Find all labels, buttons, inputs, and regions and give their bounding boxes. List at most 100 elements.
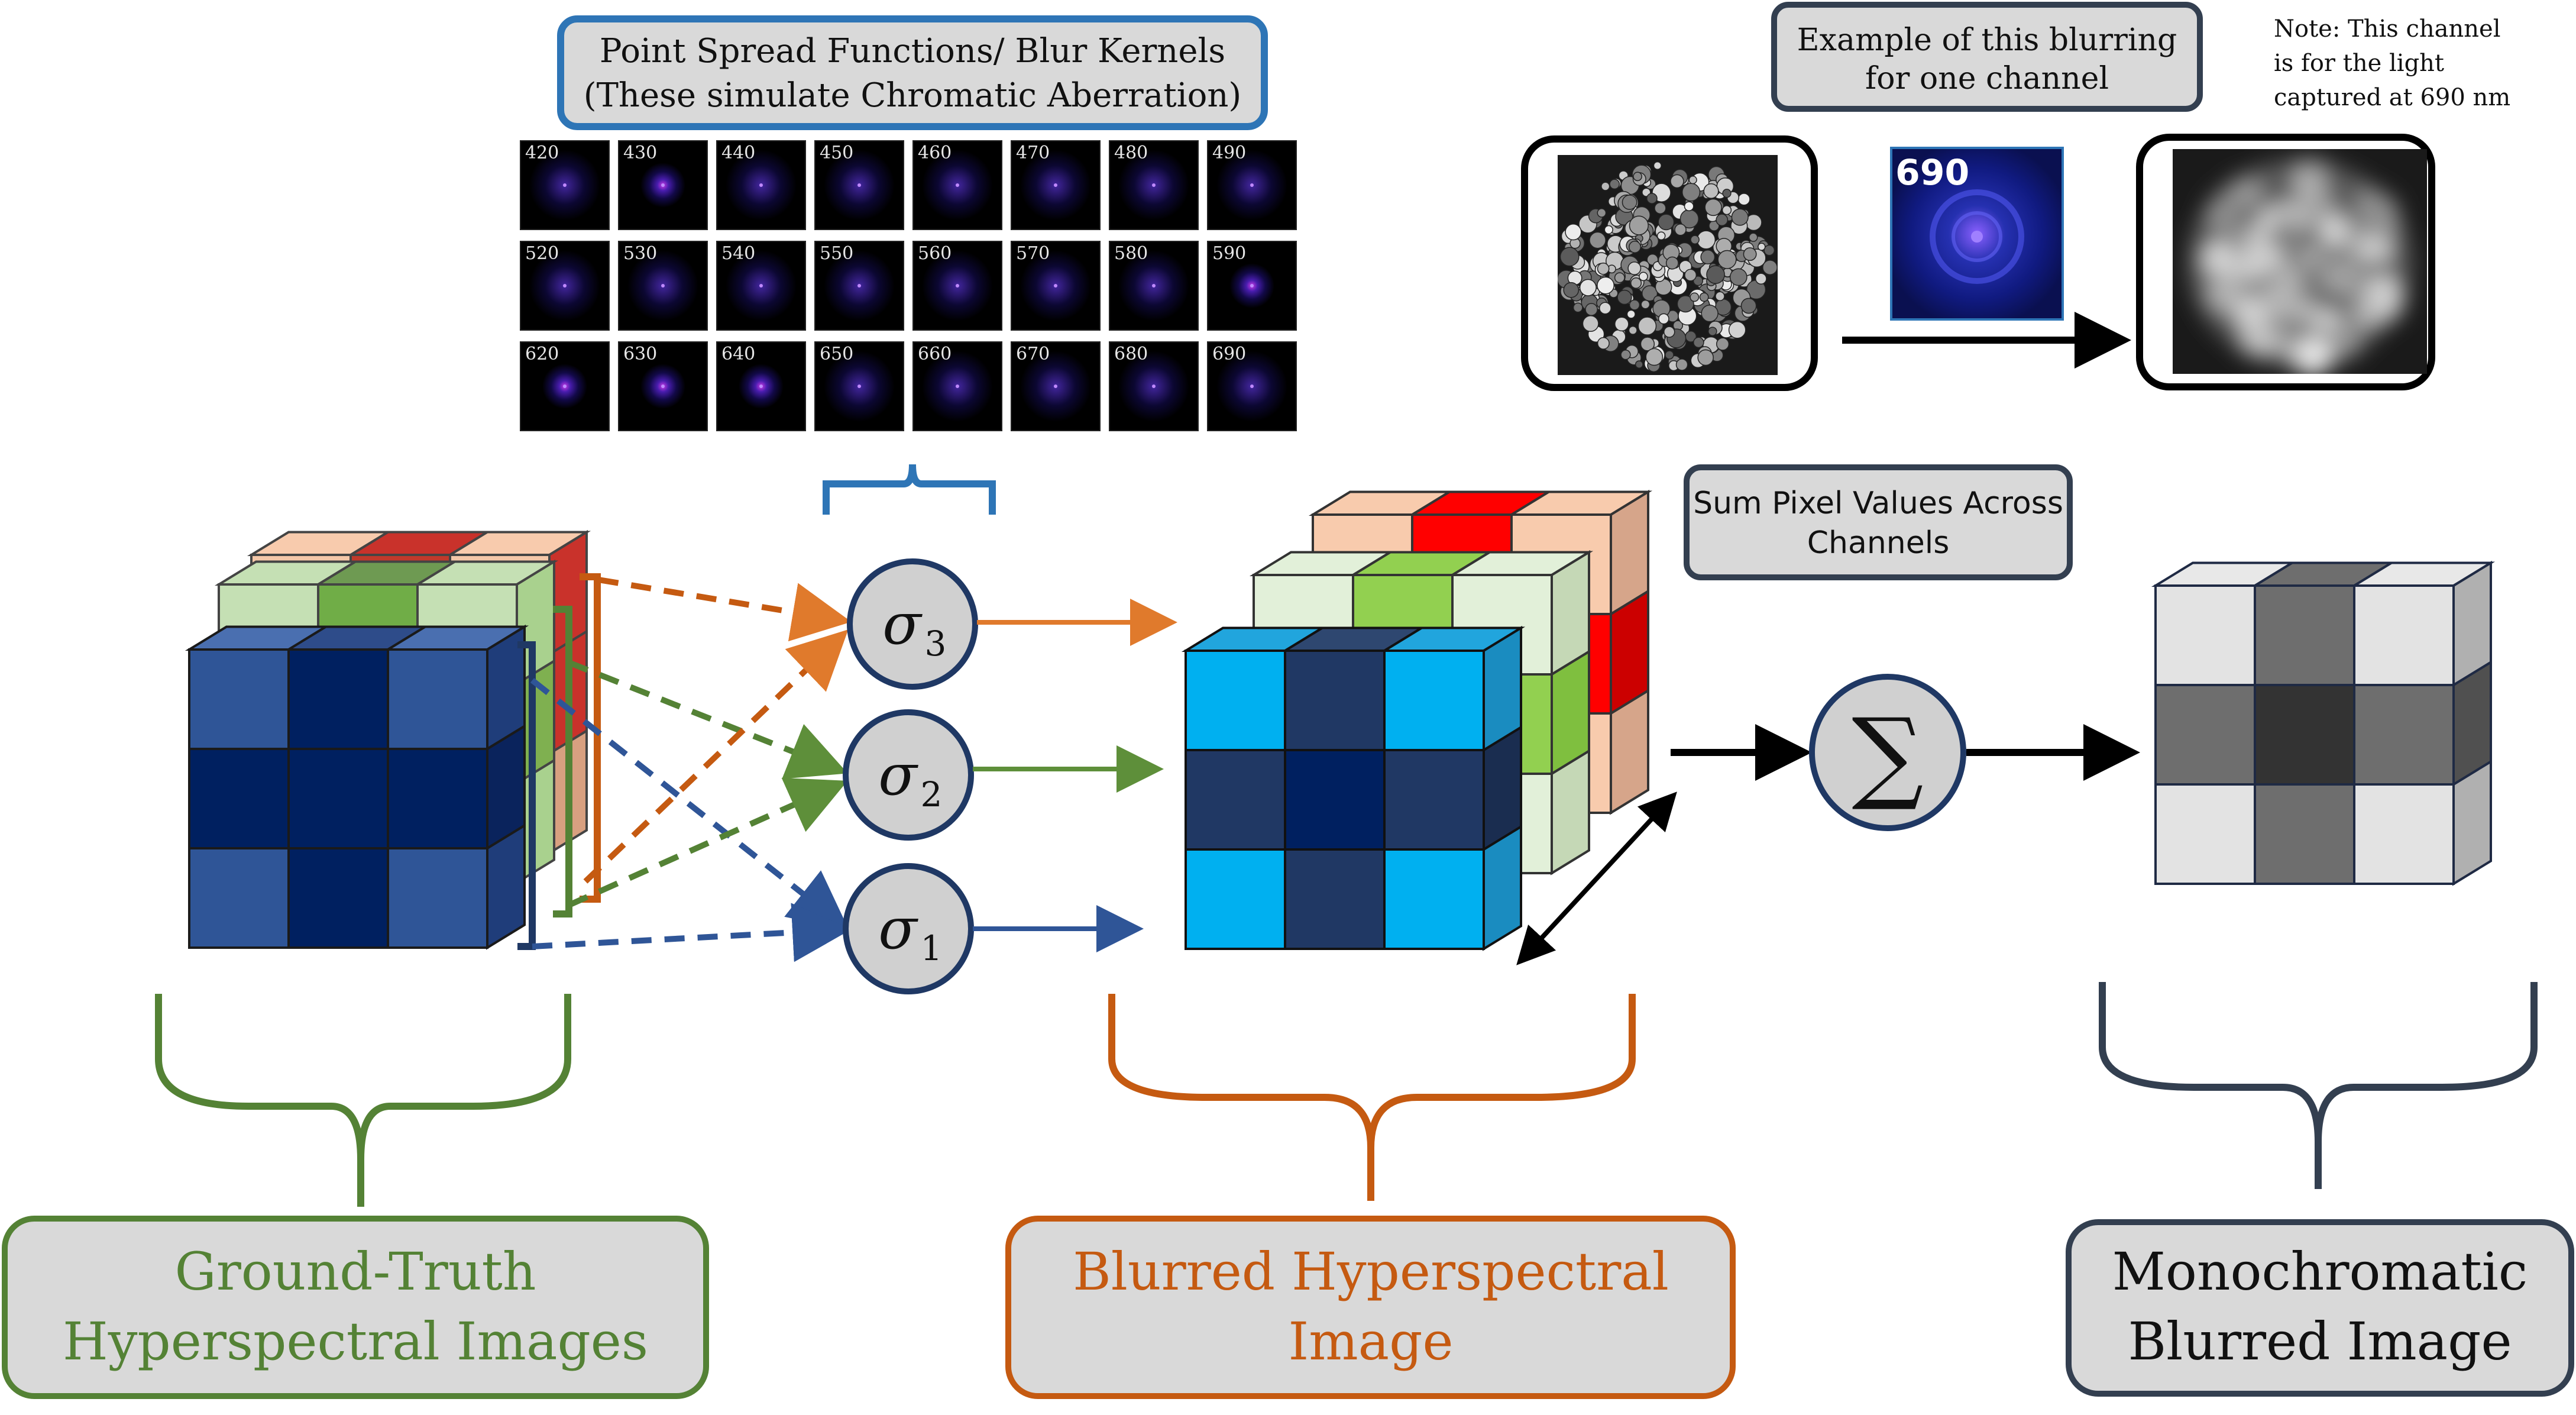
psf-kernel-label: 640 — [721, 344, 755, 364]
sigma-3-symbol: σ — [882, 591, 923, 657]
psf-kernel-640: 640 — [716, 341, 806, 431]
example-line2: for one channel — [1865, 61, 2109, 96]
psf-kernel-580: 580 — [1109, 241, 1199, 331]
psf-kernel-label: 490 — [1212, 143, 1246, 163]
psf-kernel-520: 520 — [520, 241, 610, 331]
psf-kernel-label: 420 — [525, 143, 559, 163]
brace-ground-truth — [155, 994, 571, 1207]
note-line2: is for the light — [2274, 50, 2444, 77]
psf-kernel-630: 630 — [618, 341, 708, 431]
sigma-1-sub: 1 — [921, 928, 943, 968]
example-input-image — [1558, 155, 1778, 375]
psf-kernel-label: 660 — [918, 344, 952, 364]
psf-kernel-490: 490 — [1207, 140, 1297, 230]
blurred-line1: Blurred Hyperspectral — [1073, 1241, 1669, 1302]
sigma-1-node: σ 1 — [843, 863, 974, 994]
sigma-3-sub: 3 — [925, 623, 947, 664]
psf-kernel-label: 620 — [525, 344, 559, 364]
dash-green-to-s2 — [568, 660, 848, 779]
psf-title-line1: Point Spread Functions/ Blur Kernels — [600, 32, 1225, 70]
psf-kernel-620: 620 — [520, 341, 610, 431]
sigma-2-sub: 2 — [921, 774, 943, 815]
gt-layer-blue — [185, 624, 529, 950]
psf-kernel-660: 660 — [912, 341, 1002, 431]
brace-blurred — [1108, 994, 1636, 1201]
psf-kernel-label: 450 — [820, 143, 853, 163]
sum-symbol: ∑ — [1852, 697, 1923, 814]
psf-kernel-grid: 420 430 440 450 460 470 480 490 520 530 540 550 560 5… — [520, 140, 1297, 431]
psf-kernel-540: 540 — [716, 241, 806, 331]
psf-kernel-label: 560 — [918, 243, 952, 264]
mono-line1: Monochromatic — [2112, 1241, 2528, 1302]
psf-kernel-440: 440 — [716, 140, 806, 230]
psf-kernel-label: 670 — [1016, 344, 1050, 364]
note-line1: Note: This channel — [2274, 15, 2501, 43]
psf-kernel-label: 690 — [1212, 344, 1246, 364]
psf-kernel-label: 460 — [918, 143, 952, 163]
psf-kernel-label: 650 — [820, 344, 853, 364]
psf-kernel-430: 430 — [618, 140, 708, 230]
psf-kernel-570: 570 — [1011, 241, 1101, 331]
monochrome-cube — [2151, 560, 2496, 886]
brace-mono — [2099, 982, 2538, 1189]
example-kernel-label: 690 — [1895, 152, 1969, 193]
ground-truth-label-box — [2, 1216, 709, 1399]
sigma-2-node: σ 2 — [843, 709, 974, 841]
dash-navy-cross — [532, 903, 852, 962]
psf-kernel-label: 680 — [1114, 344, 1148, 364]
mono-label-box — [2066, 1219, 2574, 1397]
blurred-label-box — [1005, 1216, 1736, 1399]
mono-line2: Blurred Image — [2128, 1311, 2512, 1372]
example-box — [1771, 2, 2203, 112]
psf-kernel-label: 570 — [1016, 243, 1050, 264]
psf-kernel-560: 560 — [912, 241, 1002, 331]
psf-kernel-590: 590 — [1207, 241, 1297, 331]
ground-truth-cube — [185, 529, 591, 950]
psf-kernel-470: 470 — [1011, 140, 1101, 230]
psf-kernel-label: 540 — [721, 243, 755, 264]
ground-truth-line1: Ground-Truth — [174, 1241, 536, 1302]
example-output-image — [2173, 149, 2427, 374]
psf-kernel-label: 630 — [623, 344, 657, 364]
depth-arrow — [1516, 792, 1677, 965]
example-line1: Example of this blurring — [1797, 22, 2177, 58]
bracket-orange — [580, 573, 601, 903]
psf-kernel-label: 520 — [525, 243, 559, 264]
psf-kernel-label: 590 — [1212, 243, 1246, 264]
psf-kernel-label: 580 — [1114, 243, 1148, 264]
psf-title-box — [557, 15, 1268, 130]
psf-kernel-670: 670 — [1011, 341, 1101, 431]
psf-brace — [823, 464, 996, 515]
sum-node: ∑ — [1809, 674, 1966, 831]
psf-kernel-label: 430 — [623, 143, 657, 163]
dash-green-cross — [567, 777, 848, 908]
psf-kernel-label: 480 — [1114, 143, 1148, 163]
sigma-1-symbol: σ — [878, 896, 918, 962]
psf-title-line2: (These simulate Chromatic Aberration) — [584, 76, 1242, 115]
psf-kernel-680: 680 — [1109, 341, 1199, 431]
psf-kernel-label: 470 — [1016, 143, 1050, 163]
psf-kernel-550: 550 — [814, 241, 904, 331]
bracket-green — [553, 606, 572, 918]
psf-kernel-label: 530 — [623, 243, 657, 264]
psf-kernel-420: 420 — [520, 140, 610, 230]
psf-kernel-690: 690 — [1207, 341, 1297, 431]
psf-kernel-label: 550 — [820, 243, 853, 264]
psf-kernel-650: 650 — [814, 341, 904, 431]
blurred-line2: Image — [1288, 1311, 1453, 1372]
bracket-navy — [517, 641, 536, 950]
dash-orange-to-s3 — [598, 577, 852, 642]
psf-kernel-450: 450 — [814, 140, 904, 230]
psf-kernel-480: 480 — [1109, 140, 1199, 230]
blur-layer-blue — [1181, 625, 1526, 951]
sum-box — [1684, 464, 2073, 580]
psf-kernel-label: 440 — [721, 143, 755, 163]
sum-box-line1: Sum Pixel Values Across — [1693, 486, 2063, 521]
psf-kernel-460: 460 — [912, 140, 1002, 230]
mono-cube-body — [2151, 560, 2496, 886]
sum-box-line2: Channels — [1807, 525, 1950, 561]
blurred-cube-stack — [1181, 489, 1653, 951]
sigma-3-node: σ 3 — [847, 558, 978, 690]
